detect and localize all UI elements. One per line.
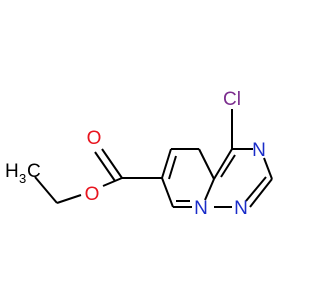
bond-c6-c5-inner (168, 155, 177, 180)
bond-lines (34, 109, 273, 208)
bond-n3-c2 (263, 157, 273, 180)
bond-carbonyl-double-2 (94, 151, 116, 182)
ch3-subscript: 3 (19, 171, 26, 186)
bond-carbonyl-double-1 (101, 148, 123, 179)
ch3-c: C (27, 161, 41, 182)
bond-c6-c7 (161, 177, 174, 208)
bond-c4a-c4-inner (220, 154, 236, 178)
bond-c4a-pyrrole (198, 148, 215, 180)
bond-ch2-o (56, 194, 82, 204)
atom-labels: Cl N N N O O H 3 C (5, 89, 266, 219)
bond-ch3-ch2 (34, 176, 58, 204)
atom-o-ester: O (85, 184, 100, 205)
bond-o-carbonyl-c (102, 177, 123, 187)
atom-ch3: H 3 C (5, 161, 41, 186)
bond-c2-n1 (249, 178, 273, 208)
atom-n-bridge: N (194, 198, 208, 219)
bond-n-bridge-c4a (204, 178, 215, 201)
bond-c4a-c4 (213, 148, 233, 180)
bond-c2-n1-inner (245, 176, 267, 202)
atom-cl: Cl (223, 89, 241, 110)
atom-o-carbonyl: O (87, 128, 102, 149)
atom-n-upper: N (252, 140, 266, 161)
ch3-h: H (5, 161, 19, 182)
bond-c6-c5 (161, 148, 172, 179)
atom-n-lower: N (234, 198, 248, 219)
molecule-structure-diagram: Cl N N N O O H 3 C (5, 89, 273, 219)
